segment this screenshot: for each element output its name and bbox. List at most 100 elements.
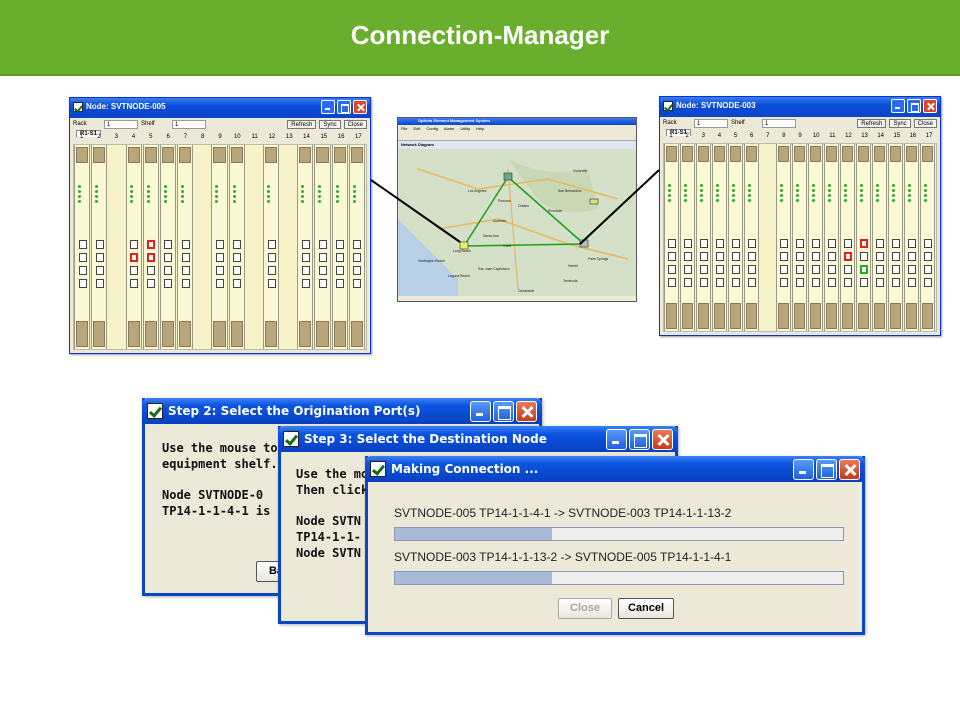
- close-icon[interactable]: [923, 99, 937, 113]
- port[interactable]: [233, 240, 242, 249]
- port[interactable]: [716, 252, 724, 261]
- slot-card[interactable]: [91, 145, 108, 349]
- port[interactable]: [147, 240, 156, 249]
- refresh-button[interactable]: Refresh: [287, 119, 317, 129]
- slot-card[interactable]: [74, 145, 91, 349]
- port[interactable]: [668, 252, 676, 261]
- port[interactable]: [319, 279, 328, 288]
- close-icon[interactable]: [839, 459, 860, 480]
- slot-card[interactable]: [776, 144, 791, 331]
- port[interactable]: [780, 265, 788, 274]
- map-menu-item[interactable]: Config: [426, 126, 438, 131]
- network-map[interactable]: [398, 149, 637, 299]
- port[interactable]: [780, 239, 788, 248]
- port[interactable]: [796, 252, 804, 261]
- tab-r1-s1[interactable]: R1-S1: [666, 129, 692, 136]
- port[interactable]: [812, 252, 820, 261]
- port[interactable]: [95, 240, 104, 249]
- port[interactable]: [908, 265, 916, 274]
- port[interactable]: [130, 253, 139, 262]
- port[interactable]: [684, 265, 692, 274]
- port[interactable]: [732, 252, 740, 261]
- equipment-shelf[interactable]: [73, 144, 367, 350]
- slot-card[interactable]: [856, 144, 871, 331]
- port[interactable]: [716, 278, 724, 287]
- slot-card[interactable]: [228, 145, 245, 349]
- slot-card[interactable]: [297, 145, 314, 349]
- port[interactable]: [860, 252, 868, 261]
- port[interactable]: [924, 265, 932, 274]
- port[interactable]: [812, 265, 820, 274]
- slot-card[interactable]: [840, 144, 855, 331]
- port[interactable]: [892, 252, 900, 261]
- port[interactable]: [215, 266, 224, 275]
- slot-card[interactable]: [680, 144, 695, 331]
- port[interactable]: [876, 239, 884, 248]
- port[interactable]: [924, 239, 932, 248]
- close-icon[interactable]: [652, 429, 673, 450]
- slot-card[interactable]: [159, 145, 177, 349]
- port[interactable]: [716, 265, 724, 274]
- port[interactable]: [828, 278, 836, 287]
- port[interactable]: [319, 266, 328, 275]
- port[interactable]: [181, 279, 190, 288]
- port[interactable]: [812, 278, 820, 287]
- port[interactable]: [748, 278, 756, 287]
- maximize-icon[interactable]: [337, 100, 351, 114]
- port[interactable]: [892, 239, 900, 248]
- port[interactable]: [684, 239, 692, 248]
- map-menu-item[interactable]: Help: [476, 126, 485, 131]
- port[interactable]: [95, 279, 104, 288]
- slot-card[interactable]: [262, 145, 280, 349]
- port[interactable]: [844, 252, 852, 261]
- port[interactable]: [908, 278, 916, 287]
- minimize-icon[interactable]: [793, 459, 814, 480]
- maximize-icon[interactable]: [907, 99, 921, 113]
- dialog-making-connection-titlebar[interactable]: Making Connection ...: [365, 456, 865, 482]
- map-menu-item[interactable]: Edit: [413, 126, 421, 131]
- sync-button[interactable]: Sync: [319, 119, 341, 129]
- slot-card[interactable]: [824, 144, 839, 331]
- port[interactable]: [353, 266, 362, 275]
- port[interactable]: [353, 240, 362, 249]
- port[interactable]: [336, 240, 345, 249]
- port[interactable]: [700, 252, 708, 261]
- port[interactable]: [147, 279, 156, 288]
- port[interactable]: [668, 265, 676, 274]
- port[interactable]: [892, 278, 900, 287]
- port[interactable]: [828, 252, 836, 261]
- dialog-step3-titlebar[interactable]: Step 3: Select the Destination Node: [278, 426, 678, 452]
- port[interactable]: [844, 265, 852, 274]
- port[interactable]: [301, 253, 310, 262]
- port[interactable]: [164, 240, 173, 249]
- port[interactable]: [908, 239, 916, 248]
- port[interactable]: [796, 265, 804, 274]
- slot-card[interactable]: [696, 144, 711, 331]
- port[interactable]: [748, 252, 756, 261]
- port[interactable]: [860, 239, 868, 248]
- port[interactable]: [924, 252, 932, 261]
- port[interactable]: [164, 266, 173, 275]
- port[interactable]: [668, 278, 676, 287]
- port[interactable]: [319, 240, 328, 249]
- port[interactable]: [860, 265, 868, 274]
- slot-card[interactable]: [712, 144, 727, 331]
- port[interactable]: [233, 279, 242, 288]
- port[interactable]: [876, 265, 884, 274]
- port[interactable]: [215, 253, 224, 262]
- port[interactable]: [267, 240, 276, 249]
- slot-card[interactable]: [664, 144, 679, 331]
- port[interactable]: [215, 279, 224, 288]
- slot-card[interactable]: [744, 144, 759, 331]
- maximize-icon[interactable]: [816, 459, 837, 480]
- port[interactable]: [684, 278, 692, 287]
- port[interactable]: [828, 265, 836, 274]
- port[interactable]: [748, 239, 756, 248]
- port[interactable]: [181, 253, 190, 262]
- port[interactable]: [233, 253, 242, 262]
- slot-card[interactable]: [314, 145, 331, 349]
- close-button[interactable]: Close: [343, 119, 367, 129]
- sync-button[interactable]: Sync: [889, 118, 911, 128]
- port[interactable]: [267, 266, 276, 275]
- tab-r1-s1[interactable]: R1-S1: [76, 130, 102, 137]
